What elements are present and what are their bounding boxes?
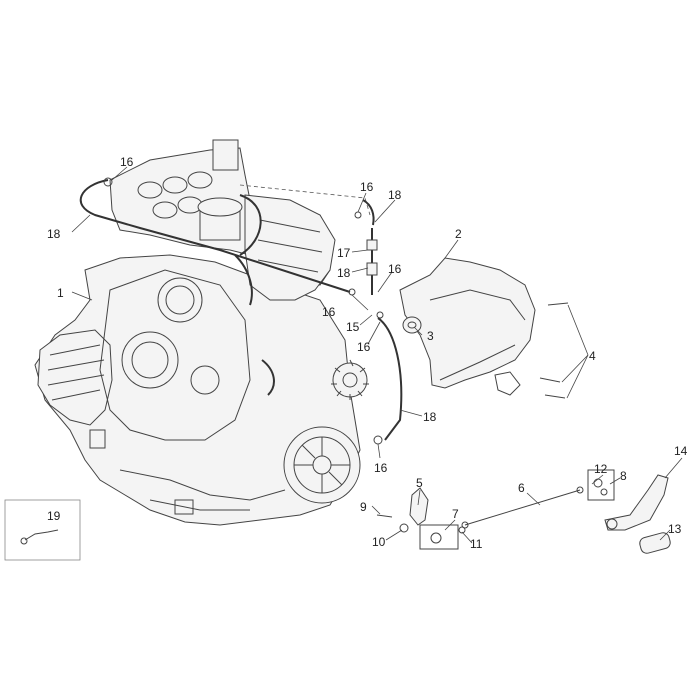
callout-labels: 16 18 1 16 18 17 18 16 16 15 16 2 3 4 18…: [47, 155, 688, 551]
callout-12: 12: [594, 462, 608, 476]
shift-linkage: [376, 487, 466, 550]
callout-16: 16: [120, 155, 134, 169]
callout-16: 16: [357, 340, 371, 354]
engine-block: [34, 139, 371, 526]
gear-lever: [604, 474, 671, 554]
callout-10: 10: [372, 535, 386, 549]
sprocket-cover: [399, 257, 536, 396]
callout-4: 4: [589, 349, 596, 363]
callout-3: 3: [427, 329, 434, 343]
callout-7: 7: [452, 507, 459, 521]
leader-lines: [71, 166, 683, 544]
callout-18: 18: [337, 266, 351, 280]
callout-16: 16: [322, 305, 336, 319]
callout-1: 1: [57, 286, 64, 300]
callout-14: 14: [674, 444, 688, 458]
callout-18: 18: [423, 410, 437, 424]
callout-5: 5: [416, 476, 423, 490]
callout-16: 16: [360, 180, 374, 194]
callout-16: 16: [374, 461, 388, 475]
callout-9: 9: [360, 500, 367, 514]
bolts-part-4: [539, 302, 569, 399]
callout-16: 16: [388, 262, 402, 276]
callout-6: 6: [518, 481, 525, 495]
callout-8: 8: [620, 469, 627, 483]
callout-17: 17: [337, 246, 351, 260]
callout-18: 18: [47, 227, 61, 241]
callout-13: 13: [668, 522, 682, 536]
hose-clamps: [103, 177, 384, 445]
callout-11: 11: [470, 537, 483, 551]
callout-2: 2: [455, 227, 462, 241]
callout-19: 19: [47, 509, 61, 523]
breather-hoses: [79, 179, 403, 441]
shift-rod: [461, 486, 584, 529]
inset-box: [4, 499, 81, 561]
callout-15: 15: [346, 320, 360, 334]
spacer-part-3: [402, 316, 422, 334]
sprocket: [331, 359, 369, 400]
callout-18: 18: [388, 188, 402, 202]
